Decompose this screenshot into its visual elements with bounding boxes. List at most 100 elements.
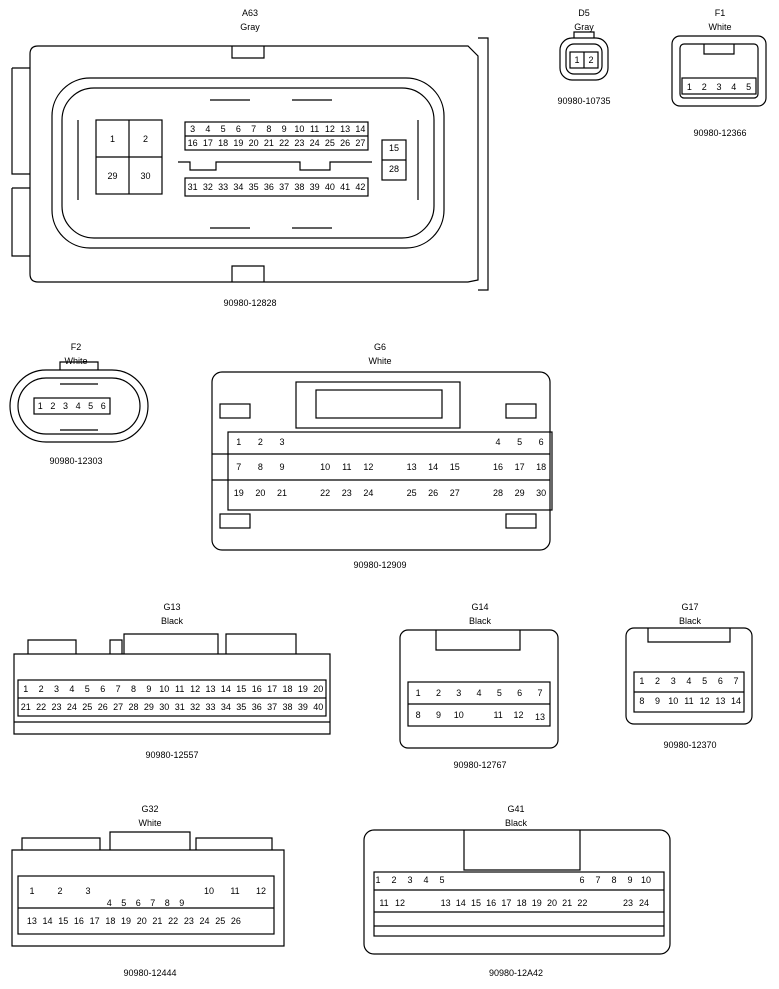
pin: 11 xyxy=(379,898,389,908)
d5-code: D5 xyxy=(578,8,590,18)
pin: 7 xyxy=(115,684,121,694)
pin: 16 xyxy=(486,898,497,908)
pin: 28 xyxy=(492,488,503,498)
pin: 20 xyxy=(136,916,147,926)
pin: 3 xyxy=(456,688,462,698)
pin: 16 xyxy=(492,462,503,472)
pin: 2 xyxy=(588,55,594,65)
pin: 2 xyxy=(701,82,707,92)
pin: 13 xyxy=(205,684,216,694)
pin: 23 xyxy=(622,898,633,908)
pin: 31 xyxy=(174,702,185,712)
pin: 3 xyxy=(190,124,196,134)
g6-part-number: 90980-12909 xyxy=(353,560,407,570)
g14-color: Black xyxy=(468,616,491,626)
pin: 7 xyxy=(733,676,739,686)
pin: 30 xyxy=(159,702,170,712)
pin: 23 xyxy=(183,916,194,926)
pin: 24 xyxy=(363,488,374,498)
pin: 8 xyxy=(639,696,645,706)
pin: 9 xyxy=(627,875,633,885)
pin: 1 xyxy=(686,82,692,92)
f2-part-number: 90980-12303 xyxy=(49,456,103,466)
pin: 17 xyxy=(501,898,512,908)
g41-part-number: 90980-12A42 xyxy=(488,968,544,978)
pin: 22 xyxy=(36,702,47,712)
pin: 3 xyxy=(407,875,413,885)
pin: 10 xyxy=(668,696,679,706)
pin: 12 xyxy=(255,886,266,896)
pin: 8 xyxy=(257,462,263,472)
pin: 10 xyxy=(640,875,651,885)
pin: 23 xyxy=(294,138,305,148)
pin: 40 xyxy=(313,702,324,712)
pin: 31 xyxy=(187,182,198,192)
g17-part-number: 90980-12370 xyxy=(663,740,717,750)
pin: 13 xyxy=(715,696,726,706)
pin: 8 xyxy=(164,898,170,908)
pin: 7 xyxy=(537,688,543,698)
connector-d5-body xyxy=(559,31,609,81)
pin: 14 xyxy=(220,684,231,694)
pin: 27 xyxy=(449,488,460,498)
pin: 11 xyxy=(309,124,320,134)
pin: 14 xyxy=(455,898,466,908)
pin: 1 xyxy=(37,401,43,411)
pin: 6 xyxy=(517,688,523,698)
pin: 5 xyxy=(88,401,94,411)
pin: 26 xyxy=(230,916,241,926)
pin: 2 xyxy=(38,684,44,694)
pin: 6 xyxy=(235,124,241,134)
pin: 38 xyxy=(294,182,305,192)
pin: 21 xyxy=(263,138,274,148)
pin: 13 xyxy=(340,124,351,134)
pin: 34 xyxy=(233,182,244,192)
pin: 28 xyxy=(388,164,399,174)
pin: 14 xyxy=(42,916,53,926)
pin: 25 xyxy=(215,916,226,926)
pin: 1 xyxy=(574,55,580,65)
pin: 11 xyxy=(342,462,352,472)
pin: 17 xyxy=(89,916,100,926)
pin: 19 xyxy=(233,138,244,148)
pin: 1 xyxy=(236,437,242,447)
pin: 9 xyxy=(146,684,152,694)
pin: 32 xyxy=(202,182,213,192)
pin: 15 xyxy=(470,898,481,908)
pin: 27 xyxy=(113,702,124,712)
pin: 5 xyxy=(220,124,226,134)
pin: 21 xyxy=(562,898,573,908)
connector-g14-body xyxy=(399,629,559,749)
pin: 23 xyxy=(51,702,62,712)
pin: 29 xyxy=(514,488,525,498)
pin: 4 xyxy=(731,82,737,92)
pin: 5 xyxy=(84,684,90,694)
pin: 1 xyxy=(29,886,35,896)
pin: 2 xyxy=(435,688,441,698)
d5-part-number: 90980-10735 xyxy=(557,96,611,106)
pin: 35 xyxy=(236,702,247,712)
pin: 11 xyxy=(230,886,240,896)
pin: 22 xyxy=(168,916,179,926)
g6-code: G6 xyxy=(373,342,386,352)
connector-g17-body xyxy=(625,627,753,725)
g41-code: G41 xyxy=(507,804,525,814)
g13-color: Black xyxy=(160,616,183,626)
pin: 12 xyxy=(190,684,201,694)
pin: 37 xyxy=(279,182,290,192)
pin: 11 xyxy=(175,684,185,694)
pin: 3 xyxy=(279,437,285,447)
pin: 12 xyxy=(699,696,710,706)
pin: 24 xyxy=(66,702,77,712)
pin: 9 xyxy=(281,124,287,134)
pin: 20 xyxy=(546,898,557,908)
pin: 15 xyxy=(449,462,460,472)
a63-code: A63 xyxy=(241,8,258,18)
pin: 21 xyxy=(276,488,287,498)
g32-code: G32 xyxy=(141,804,159,814)
pin: 6 xyxy=(100,684,106,694)
pin: 29 xyxy=(107,171,118,181)
pin: 32 xyxy=(190,702,201,712)
pin: 22 xyxy=(279,138,290,148)
pin: 4 xyxy=(106,898,112,908)
